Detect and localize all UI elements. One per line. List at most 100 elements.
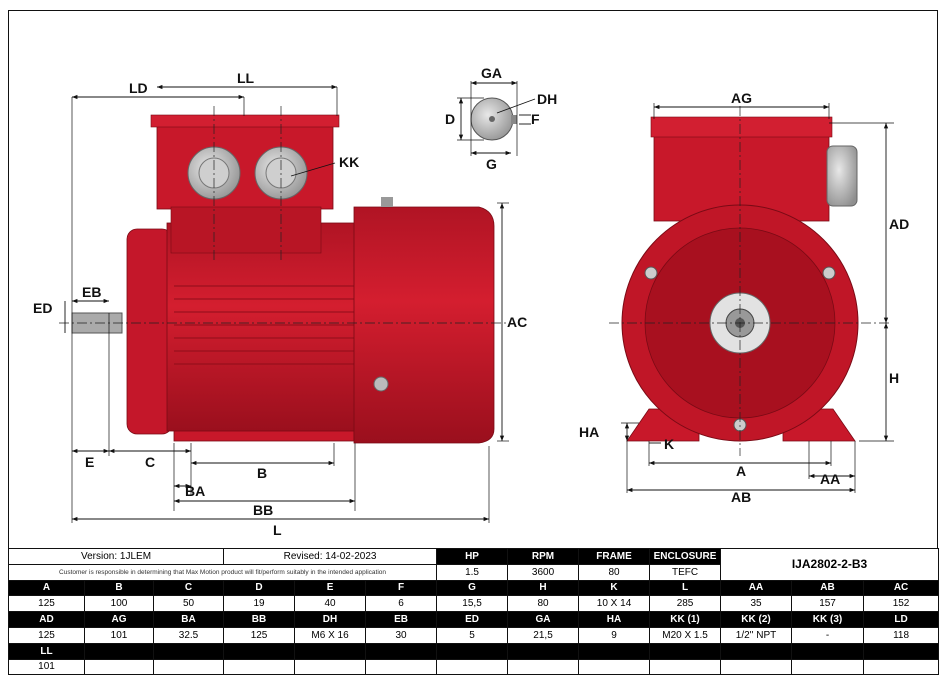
screw (373, 376, 389, 392)
dimension-value (223, 658, 296, 676)
dimension-label: BA (152, 611, 225, 628)
dimension-label: LD (863, 611, 940, 628)
dimension-value: 40 (294, 595, 367, 613)
cooling-fins (174, 285, 359, 365)
dimension-label-row: LL (8, 642, 940, 660)
dimension-value: M6 X 16 (294, 626, 367, 644)
dim-ga: GA (481, 65, 502, 81)
spec-header: ENCLOSURE (649, 548, 722, 565)
dimension-label (84, 642, 154, 660)
drawing-canvas: LD LL KK ED EB AC E C B BA BB L GA DH D … (33, 65, 909, 538)
dimension-label (223, 642, 296, 660)
dimension-value: 1/2'' NPT (720, 626, 793, 644)
shaft-end-view: GA DH D F G (445, 65, 557, 172)
dimension-value: 118 (863, 626, 940, 644)
dimension-label: G (436, 579, 509, 597)
dimension-label: DH (294, 611, 367, 628)
dim-a: A (736, 463, 746, 479)
dimension-label: ED (436, 611, 509, 628)
spec-header: HP (436, 548, 509, 565)
spec-value: 80 (578, 563, 651, 581)
dimension-value: - (791, 626, 865, 644)
dim-h: H (889, 370, 899, 386)
dimension-value: 5 (436, 626, 509, 644)
dim-e: E (85, 454, 94, 470)
dimension-value (720, 658, 793, 676)
dimension-label: H (507, 579, 580, 597)
dimension-value: 50 (152, 595, 225, 613)
dimension-value: 32.5 (152, 626, 225, 644)
front-cable-gland (826, 145, 858, 207)
lifting-bolt (381, 197, 393, 207)
dimension-value: 80 (507, 595, 580, 613)
revised-cell: Revised: 14-02-2023 (223, 548, 438, 565)
fan-cover (353, 206, 495, 444)
dim-ed: ED (33, 300, 52, 316)
dimension-value (507, 658, 580, 676)
dimension-label: F (365, 579, 438, 597)
dimension-value-row: 101 (8, 658, 940, 676)
dimension-value: 157 (791, 595, 865, 613)
dimension-label: AA (720, 579, 793, 597)
dimension-label (436, 642, 509, 660)
dimension-value: 19 (223, 595, 296, 613)
dim-ac: AC (507, 314, 527, 330)
info-row: Version: 1JLEM Revised: 14-02-2023 HP RP… (7, 548, 940, 581)
dimension-label: E (294, 579, 367, 597)
dimension-value: 30 (365, 626, 438, 644)
dimension-label (365, 642, 438, 660)
dimension-label: AD (8, 611, 85, 628)
dim-f: F (531, 111, 540, 127)
dimension-label (294, 642, 367, 660)
version-cell: Version: 1JLEM (7, 548, 225, 565)
dimension-label: AC (863, 579, 940, 597)
dimension-label: LL (8, 642, 85, 660)
dimension-value: 21,5 (507, 626, 580, 644)
dimension-value: 100 (84, 595, 154, 613)
dimension-value (863, 658, 940, 676)
terminal-box-base (170, 206, 322, 254)
dimension-label: KK (1) (649, 611, 722, 628)
dimension-label: C (152, 579, 225, 597)
dim-bb: BB (253, 502, 273, 518)
dimension-label: KK (3) (791, 611, 865, 628)
dimension-value (649, 658, 722, 676)
dimension-value (152, 658, 225, 676)
dimension-value: 125 (8, 595, 85, 613)
dimension-value: M20 X 1.5 (649, 626, 722, 644)
dimension-label: EB (365, 611, 438, 628)
dimension-value (365, 658, 438, 676)
dimension-value: 285 (649, 595, 722, 613)
dimension-label: K (578, 579, 651, 597)
dim-dh: DH (537, 91, 557, 107)
dimension-label: D (223, 579, 296, 597)
model-number: IJA2802-2-B3 (720, 548, 940, 581)
dimension-value: 125 (8, 626, 85, 644)
dim-eb: EB (82, 284, 101, 300)
dim-ba: BA (185, 483, 205, 499)
dimension-label: A (8, 579, 85, 597)
dim-b: B (257, 465, 267, 481)
end-shield (126, 228, 173, 435)
spec-table: Version: 1JLEM Revised: 14-02-2023 HP RP… (7, 548, 940, 676)
spec-header: RPM (507, 548, 580, 565)
front-terminal-lid (650, 116, 833, 138)
spec-value: TEFC (649, 563, 722, 581)
stator-body (166, 222, 368, 432)
dim-k: K (664, 436, 674, 452)
dim-ha: HA (579, 424, 599, 440)
terminal-box (156, 118, 334, 210)
dimension-label: AG (84, 611, 154, 628)
dimension-label: GA (507, 611, 580, 628)
dimension-label (152, 642, 225, 660)
dim-c: C (145, 454, 155, 470)
spec-value: 1.5 (436, 563, 509, 581)
dimension-label: AB (791, 579, 865, 597)
dimension-value: 101 (8, 658, 85, 676)
spec-value: 3600 (507, 563, 580, 581)
dimension-value (436, 658, 509, 676)
dim-g: G (486, 156, 497, 172)
